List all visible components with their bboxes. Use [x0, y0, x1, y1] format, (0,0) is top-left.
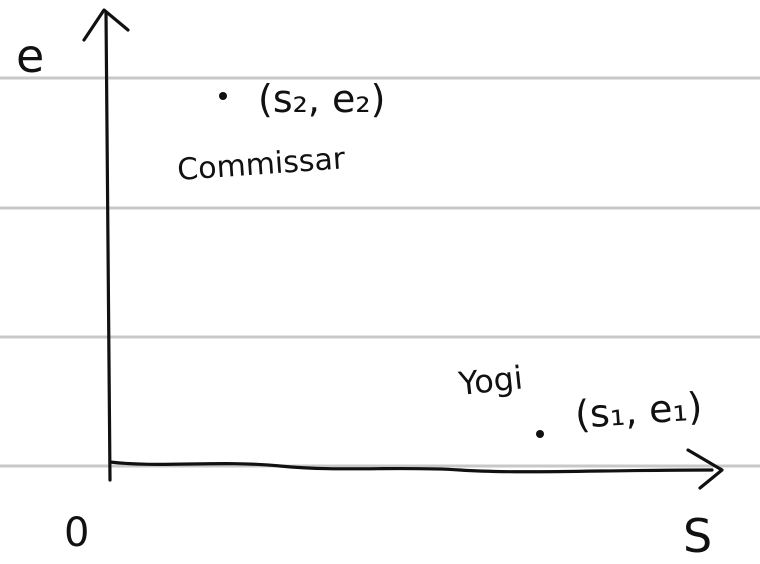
y-axis-arrowhead	[82, 8, 130, 42]
point-yogi-label: Yogi	[456, 358, 525, 403]
point-yogi-coords: (s₁, e₁)	[574, 384, 704, 437]
point-yogi	[536, 430, 544, 438]
x-axis-label: S	[683, 509, 712, 563]
point-commissar-coords: (s₂, e₂)	[258, 77, 385, 121]
y-axis	[104, 10, 112, 482]
point-commissar-label: Commissar	[176, 141, 347, 188]
point-commissar	[219, 92, 227, 100]
x-axis	[108, 460, 714, 474]
x-axis-arrowhead	[686, 448, 724, 490]
y-axis-label: e	[16, 29, 44, 83]
origin-label: 0	[64, 510, 89, 556]
